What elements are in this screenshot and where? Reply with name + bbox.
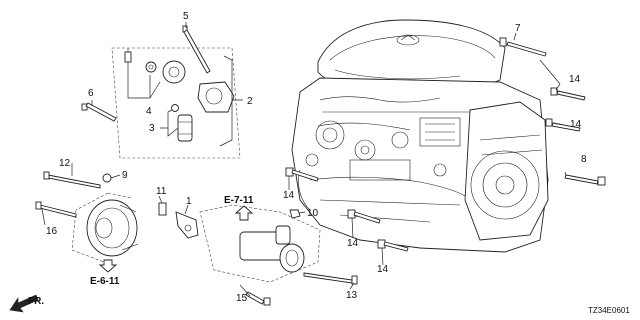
reference-down-arrow-icon	[98, 259, 118, 273]
callout-12: 12	[59, 158, 71, 169]
callout-10: 10	[307, 208, 319, 219]
reference-up-arrow-icon	[234, 205, 254, 221]
callout-6: 6	[88, 88, 94, 99]
callout-15: 15	[236, 293, 248, 304]
callout-16: 16	[46, 226, 58, 237]
callout-11: 11	[156, 186, 167, 197]
leader-lines	[41, 22, 567, 297]
reference-labels: E-7-11 E-6-11	[90, 195, 254, 287]
callout-14b: 14	[570, 119, 582, 130]
callout-numbers: 5 2 3 4 6 7 14 14 8 14 14 14 12 9 11 1 1…	[46, 11, 587, 304]
reference-e-6-11[interactable]: E-6-11	[90, 276, 120, 287]
callout-14e: 14	[377, 264, 389, 275]
callout-9: 9	[122, 170, 128, 181]
tensioner-group	[81, 25, 241, 159]
alternator-group	[35, 171, 199, 263]
callout-14d: 14	[347, 238, 359, 249]
direction-label: FR.	[28, 296, 44, 307]
callout-4: 4	[146, 106, 152, 117]
reference-e-7-11[interactable]: E-7-11	[224, 195, 254, 206]
engine-assembly	[291, 19, 549, 253]
engine-bolts	[285, 37, 606, 252]
callout-5: 5	[183, 11, 189, 22]
callout-13: 13	[346, 290, 358, 301]
front-direction-indicator: FR.	[9, 294, 44, 313]
front-direction-arrow-icon	[9, 294, 39, 313]
callout-14c: 14	[283, 190, 295, 201]
callout-3: 3	[149, 123, 155, 134]
callout-8: 8	[581, 154, 587, 165]
diagram-code: TZ34E0601	[588, 306, 630, 315]
callout-14a: 14	[569, 74, 581, 85]
callout-1: 1	[186, 196, 192, 207]
starter-group	[199, 204, 358, 306]
callout-7: 7	[515, 23, 521, 34]
callout-2: 2	[247, 96, 253, 107]
